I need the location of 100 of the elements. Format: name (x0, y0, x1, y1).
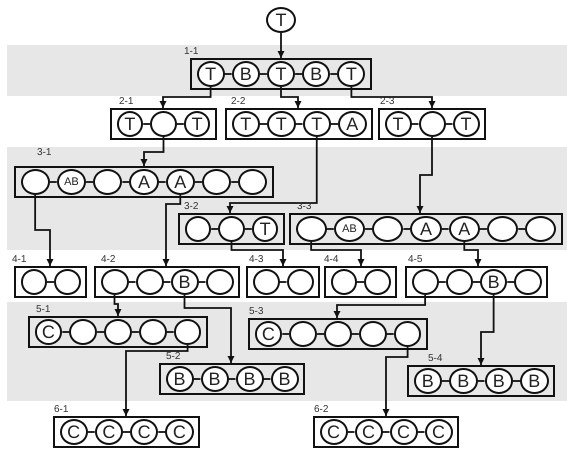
container-box (313, 416, 459, 448)
connector-line (143, 123, 150, 125)
circle-node: B (480, 269, 508, 295)
circle-node (286, 269, 314, 295)
circle-node (364, 269, 390, 295)
circle-node (514, 269, 542, 295)
connector-line (260, 73, 267, 75)
connector-line (176, 123, 184, 125)
connector-line (122, 181, 130, 183)
box-label: 6-2 (314, 404, 328, 416)
arrow (34, 195, 54, 266)
connector-line (507, 281, 514, 283)
connector-line (123, 431, 130, 433)
circle-node (330, 269, 357, 295)
circle-node (54, 269, 80, 295)
connector-line (330, 73, 338, 75)
arrow (463, 242, 482, 266)
connector-line (357, 281, 364, 283)
connector-line (317, 333, 324, 335)
connector-line (211, 228, 218, 230)
circle-node: C (165, 419, 194, 445)
arrow (226, 137, 318, 213)
box-label: 3-1 (37, 147, 52, 159)
connector-line (158, 431, 166, 433)
connector-line (518, 228, 526, 230)
connector-line (365, 228, 372, 230)
connector-line (86, 181, 94, 183)
circle-node: C (94, 419, 123, 445)
box-label: 5-4 (428, 353, 442, 365)
connector-line (194, 378, 200, 380)
connector-line (331, 123, 338, 125)
container-box (246, 266, 320, 298)
connector-line (480, 228, 487, 230)
circle-node (412, 269, 439, 295)
circle-node: T (267, 111, 296, 137)
container-box (324, 266, 397, 298)
connector-line (418, 431, 424, 433)
circle-node (100, 269, 128, 295)
connector-line (326, 228, 334, 230)
box-label: 4-1 (12, 254, 26, 266)
circle-node (206, 269, 234, 295)
connector-line (513, 380, 520, 382)
box-label: 4-3 (249, 254, 264, 266)
container-box (159, 363, 305, 395)
arrow (382, 347, 408, 416)
container-box (14, 166, 274, 198)
circle-node: T (232, 111, 260, 137)
container-box (248, 318, 428, 350)
connector-line (244, 228, 252, 230)
circle-node: C (130, 419, 158, 445)
arrow (184, 295, 234, 363)
box-label: 4-2 (101, 254, 116, 266)
connector-line (158, 181, 166, 183)
connector-line (198, 281, 206, 283)
arrow (350, 87, 436, 108)
connector-line (194, 181, 202, 183)
arrow (140, 137, 164, 166)
connector-line (62, 331, 70, 333)
connector-line (295, 73, 302, 75)
connector-line (438, 281, 446, 283)
circle-node: C (354, 419, 382, 445)
box-label: 2-1 (119, 96, 134, 108)
container-box (14, 266, 87, 298)
connector-line (296, 123, 302, 125)
box-label: 2-2 (231, 96, 246, 108)
container-box (110, 108, 217, 140)
connector-line (88, 431, 95, 433)
box-label: 3-3 (297, 201, 312, 213)
circle-node (150, 111, 177, 137)
circle-node (136, 269, 164, 295)
container-box (407, 365, 555, 397)
circle-node: C (424, 419, 452, 445)
connector-line (166, 331, 174, 333)
box-label: 4-5 (408, 254, 422, 266)
container-box (289, 213, 563, 245)
connector-line (352, 333, 359, 335)
box-label: 2-3 (380, 96, 394, 108)
box-label: 1-1 (184, 46, 198, 58)
container-box (225, 108, 373, 140)
connector-line (224, 73, 232, 75)
connector-line (128, 281, 136, 283)
arrow (160, 87, 212, 108)
circle-node (252, 269, 280, 295)
connector-line (164, 281, 170, 283)
circle-node: T (302, 111, 331, 137)
connector-line (264, 378, 270, 380)
circle-node: C (320, 419, 348, 445)
container-box (178, 213, 285, 245)
container-box (378, 108, 486, 140)
connector-line (97, 331, 104, 333)
connector-line (260, 123, 267, 125)
connector-line (478, 380, 484, 382)
circle-node (20, 269, 47, 295)
connector-line (442, 380, 449, 382)
arrow (280, 87, 302, 108)
connector-line (403, 228, 410, 230)
box-label: 3-2 (184, 201, 198, 213)
container-box (94, 266, 240, 298)
container-box (190, 58, 372, 90)
connector-line (282, 333, 290, 335)
